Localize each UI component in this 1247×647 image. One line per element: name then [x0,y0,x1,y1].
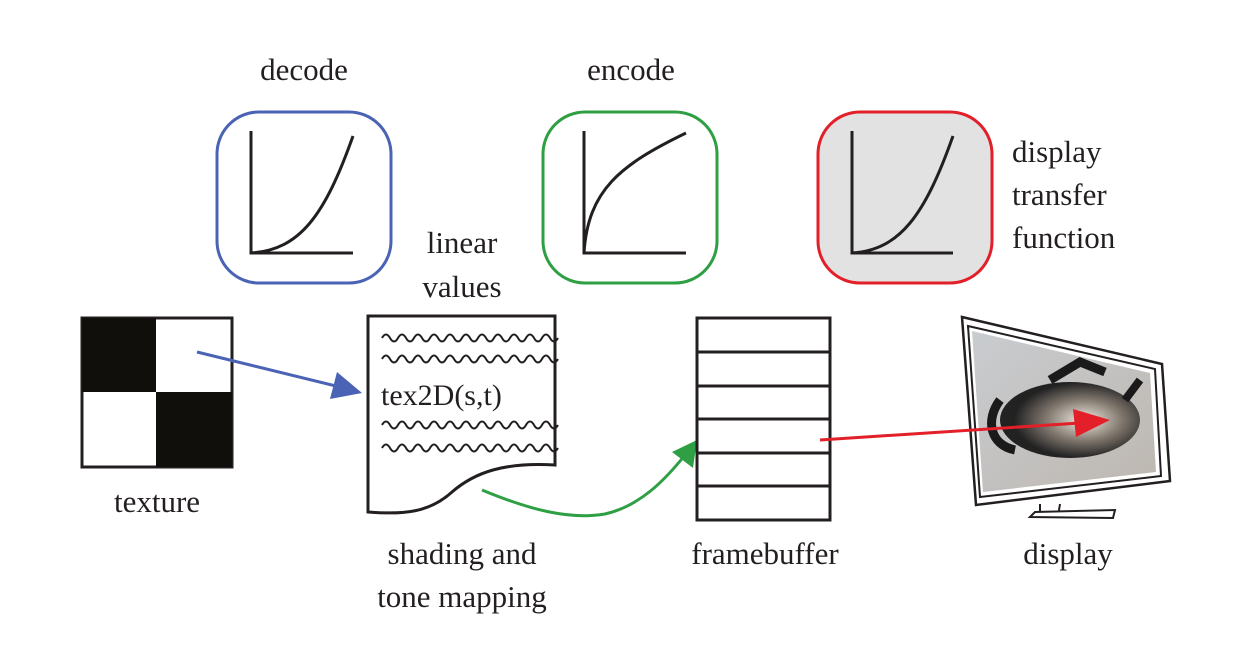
framebuffer-label: framebuffer [691,536,839,571]
shader-code-text: tex2D(s,t) [381,379,502,412]
display-label: display [1023,536,1113,571]
wavy-text-line [381,420,559,430]
decode-arrow [196,350,362,399]
encode-label: encode [587,52,675,87]
texture-label: texture [114,484,200,519]
linear-values-label-2: values [422,269,501,304]
shading-label-1: shading and [388,536,537,571]
encode-arrow [481,440,697,518]
display-tf-label-2: transfer [1012,177,1107,212]
display-tf-label-1: display [1012,134,1102,169]
shading-label-2: tone mapping [377,579,547,614]
wavy-text-line [381,443,559,453]
display-arrow [819,409,1110,442]
linear-values-label-1: linear [427,225,498,260]
wavy-text-line [381,354,559,364]
monitor-icon [960,315,1172,520]
decode-label: decode [260,52,348,87]
texture-checker-icon [80,316,234,469]
framebuffer-icon [695,316,832,522]
encode-curve-icon [541,110,719,285]
wavy-text-line [381,333,559,343]
shader-document-icon [366,314,559,515]
display-curve-icon [816,110,994,285]
display-tf-label-3: function [1012,220,1116,255]
decode-curve-icon [215,110,393,285]
